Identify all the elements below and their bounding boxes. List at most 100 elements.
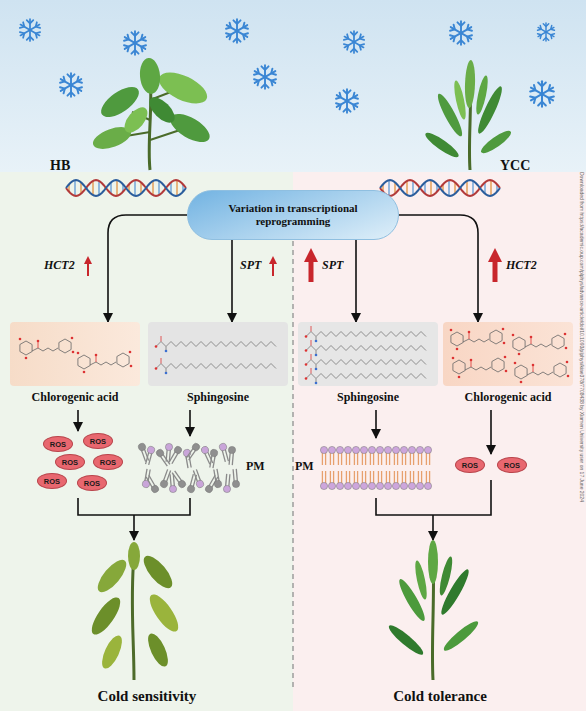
bond — [316, 337, 317, 341]
lipid-head — [408, 446, 415, 453]
lipid — [144, 474, 160, 494]
bond — [306, 360, 426, 365]
structure-drawing — [443, 322, 573, 386]
base-pair — [430, 180, 431, 196]
ring — [20, 341, 32, 355]
snowflakes — [20, 19, 555, 113]
ring — [451, 332, 463, 346]
lipid — [219, 443, 231, 463]
atom — [305, 335, 308, 338]
plasma-membrane — [137, 442, 431, 494]
atom — [71, 337, 74, 340]
lipid — [384, 446, 391, 465]
lipid-head — [177, 479, 187, 489]
bond — [156, 364, 276, 369]
lipid-head — [150, 484, 160, 494]
ros-ellipse: ROS — [55, 454, 85, 470]
bond — [306, 346, 426, 351]
lipid — [159, 469, 172, 489]
ring — [492, 358, 504, 372]
atom — [458, 376, 461, 379]
bond — [463, 339, 489, 342]
lipid — [170, 470, 187, 489]
flow-arrows — [78, 410, 491, 540]
lipid-head — [219, 443, 228, 452]
bond — [161, 336, 162, 342]
base-pair — [74, 180, 75, 196]
base-pair — [490, 180, 491, 196]
lipid — [167, 445, 183, 465]
lipid-head — [210, 449, 218, 457]
bond — [316, 379, 317, 383]
lipid — [344, 471, 351, 490]
connector — [231, 240, 233, 322]
lipid-head — [376, 446, 383, 453]
atom — [19, 338, 22, 341]
lipid — [360, 471, 367, 490]
gene-label: HCT2 — [506, 258, 537, 273]
lipid-head — [320, 446, 327, 453]
atom — [305, 363, 308, 366]
lipid — [344, 446, 351, 465]
lipid-head — [169, 485, 177, 493]
bond — [311, 368, 312, 374]
lipid-head — [384, 482, 391, 489]
atom — [37, 340, 40, 343]
base-pair — [116, 180, 117, 196]
atom — [505, 370, 508, 373]
right-ground — [293, 172, 586, 711]
plain-label: PM — [295, 459, 314, 474]
lipid — [352, 471, 359, 490]
ring — [513, 337, 525, 351]
ros-ellipse: ROS — [43, 436, 73, 452]
atom — [165, 350, 168, 353]
lipid — [408, 446, 415, 465]
lipid-head — [336, 446, 343, 453]
divider — [292, 232, 293, 690]
cold-sensitive-plant — [87, 542, 183, 680]
ring — [554, 363, 566, 377]
atom — [566, 361, 569, 364]
compound-name: Sphingosine — [118, 390, 318, 405]
atom — [77, 352, 80, 355]
outcome-label: Cold tolerance — [393, 688, 487, 705]
atom — [532, 364, 535, 367]
process-oval: Variation in transcriptional reprogrammi… — [187, 190, 399, 240]
lipid-head — [424, 482, 431, 489]
bond — [156, 342, 276, 347]
lipid — [328, 446, 335, 465]
lipid — [424, 446, 431, 465]
atom — [468, 331, 471, 334]
lipid — [191, 469, 204, 489]
atom — [315, 382, 318, 385]
gene-label: SPT — [322, 258, 343, 273]
atom — [504, 356, 507, 359]
lipid — [144, 446, 156, 466]
lipid — [227, 446, 236, 465]
ros-text: ROS — [62, 458, 78, 467]
lipid — [208, 449, 218, 469]
base-pair — [98, 181, 99, 195]
atom — [129, 351, 132, 354]
lipid-head — [137, 442, 146, 451]
structure-drawing — [10, 322, 140, 386]
cold-tolerant-plant — [386, 540, 481, 680]
lipid-head — [352, 482, 359, 489]
lipid-head — [392, 446, 399, 453]
atom — [315, 368, 318, 371]
lipid — [376, 471, 383, 490]
lipid-head — [187, 485, 196, 494]
lipid-head — [392, 482, 399, 489]
connector — [355, 240, 357, 322]
ring — [78, 355, 90, 369]
base-pair — [388, 180, 389, 196]
atom — [83, 371, 86, 374]
atom — [305, 349, 308, 352]
lipid-head — [400, 482, 407, 489]
ros-ellipse: ROS — [77, 475, 107, 491]
lipid-head — [147, 446, 156, 455]
base-pair — [176, 180, 177, 196]
bond — [471, 361, 472, 367]
dna-strand — [380, 180, 500, 196]
bond — [311, 354, 312, 360]
